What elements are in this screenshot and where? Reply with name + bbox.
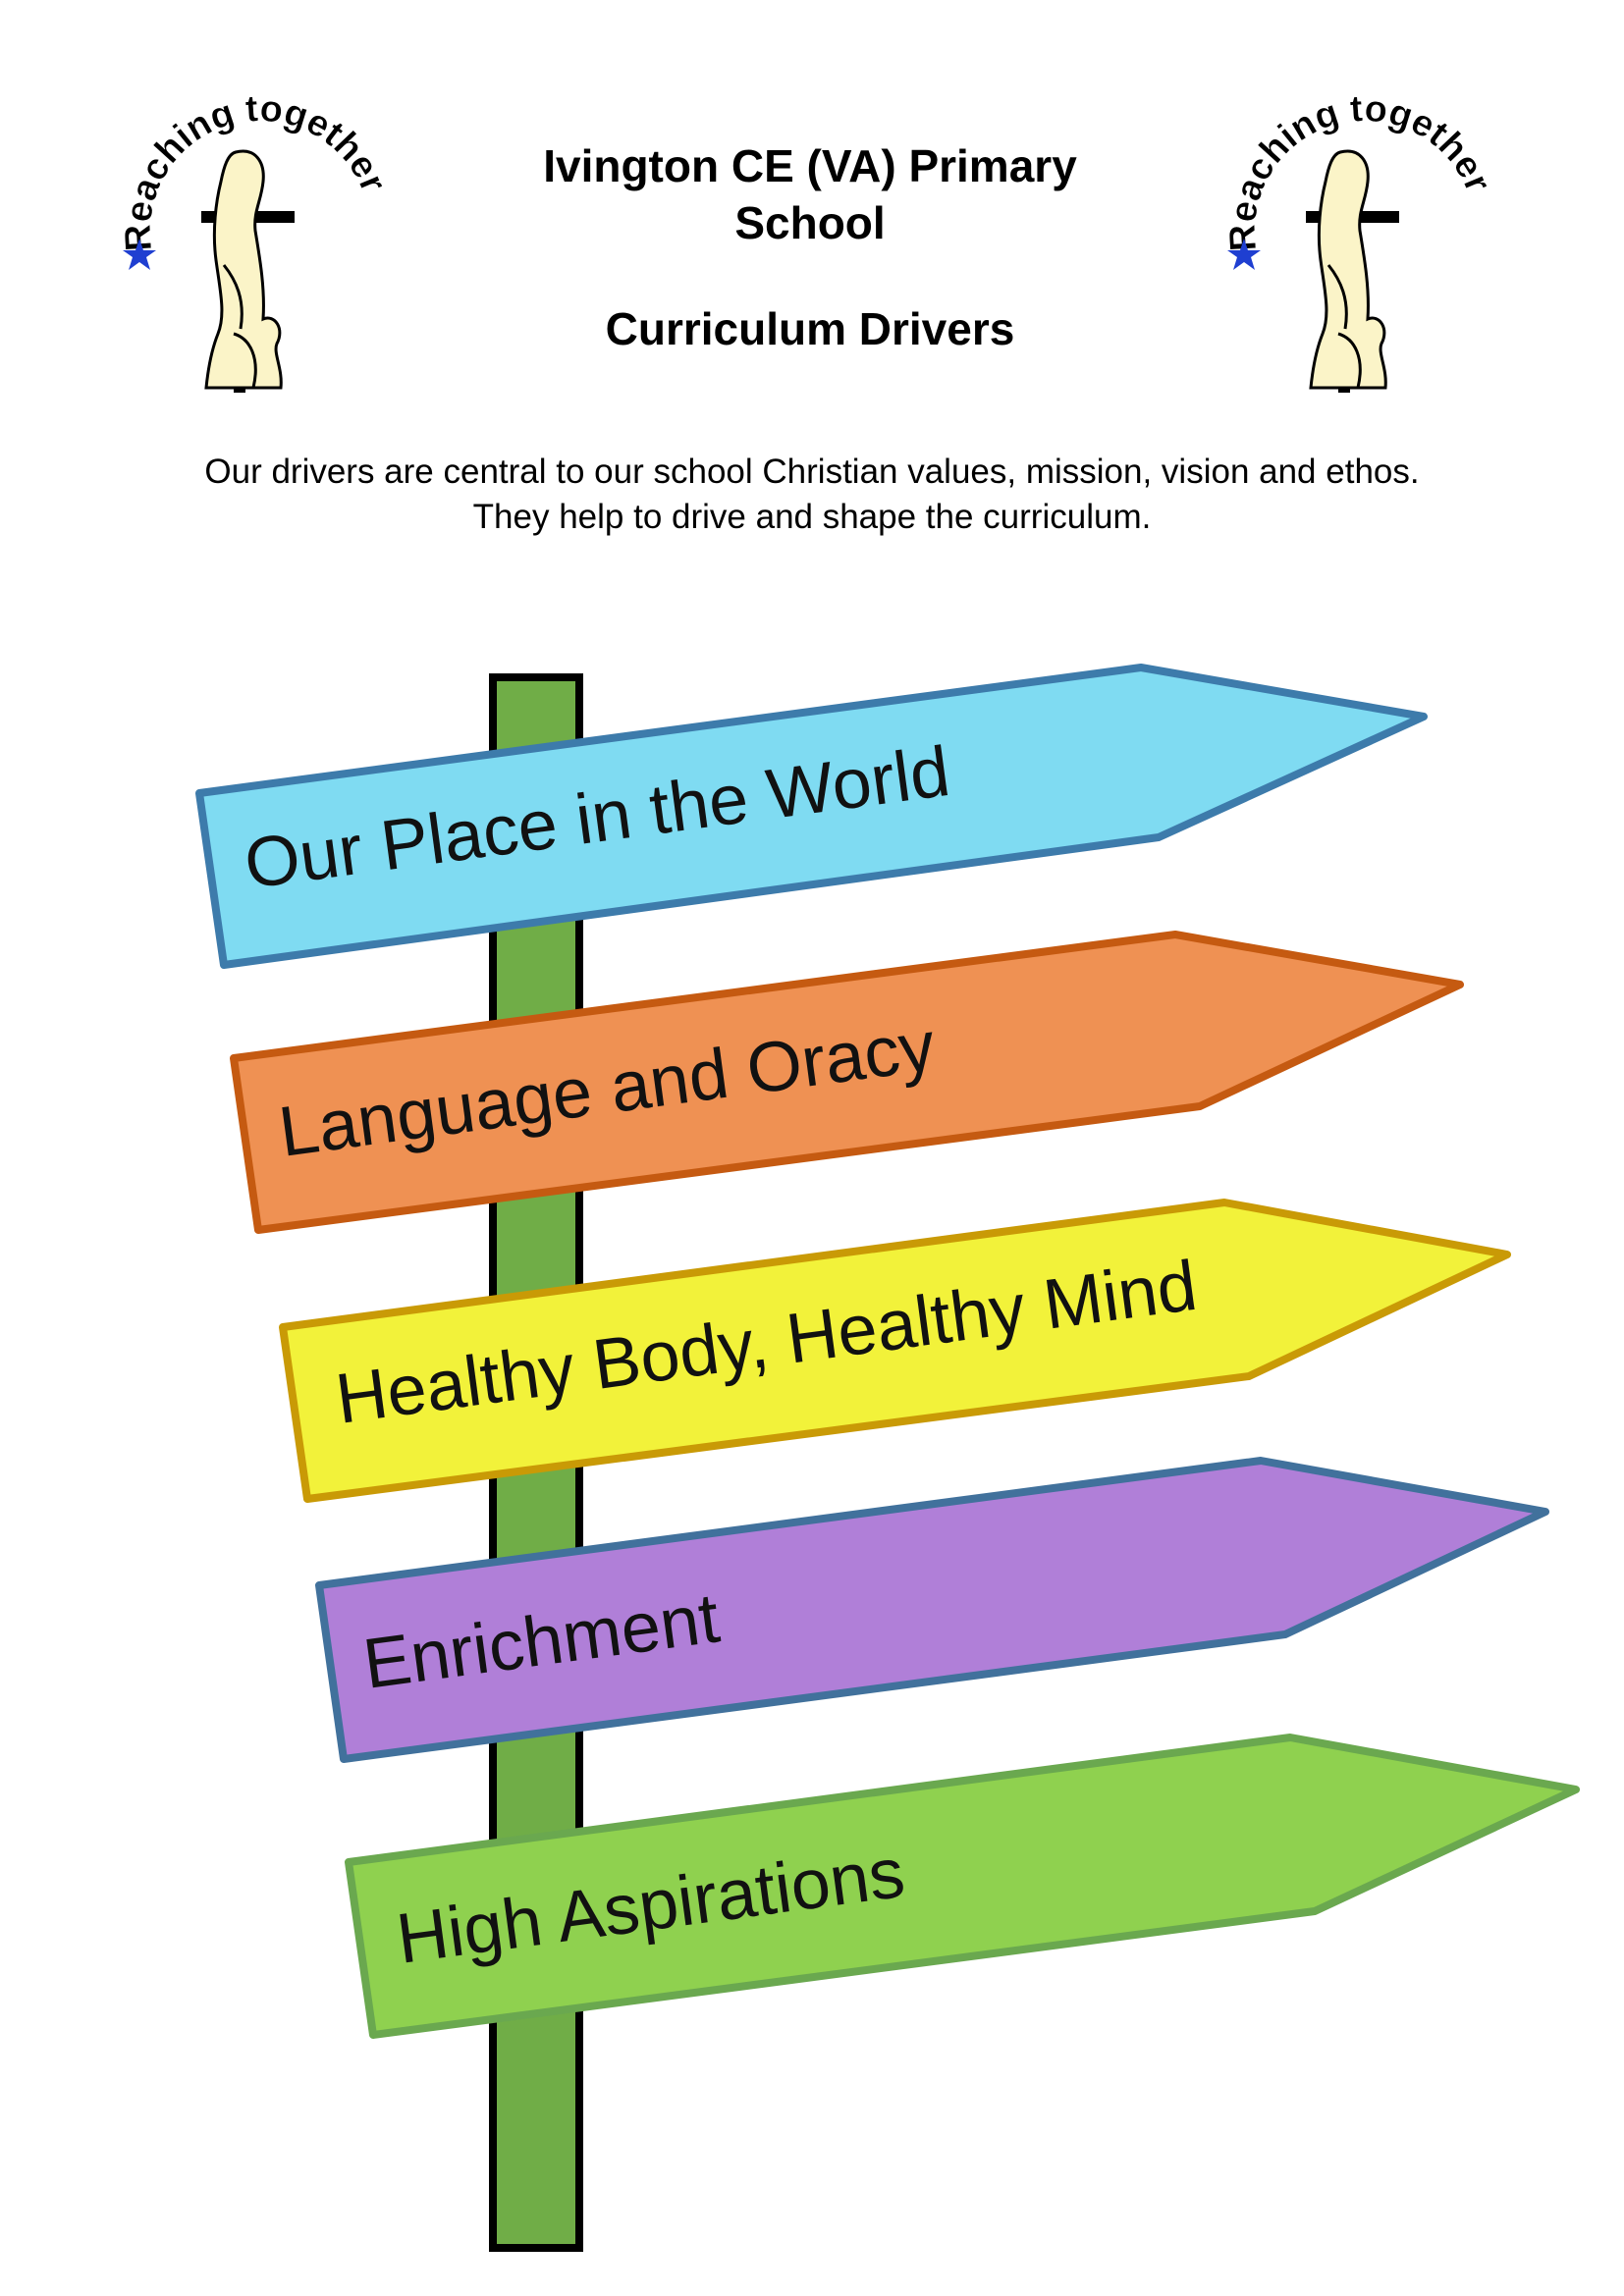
header: Ivington CE (VA) Primary School Curricul… (422, 137, 1198, 357)
document-title: Curriculum Drivers (605, 303, 1015, 354)
school-logo-right: Reaching together (1222, 93, 1499, 393)
figures-icon (204, 149, 283, 390)
sign-high-aspirations: High Aspirations (345, 1734, 1580, 2039)
intro-line1: Our drivers are central to our school Ch… (204, 453, 1420, 491)
school-name-line1: Ivington CE (VA) Primary (543, 140, 1077, 191)
school-logo-left: Reaching together (118, 93, 395, 393)
school-name-line2: School (734, 197, 886, 248)
intro-line2: They help to drive and shape the curricu… (472, 498, 1152, 536)
sign-enrichment: Enrichment (315, 1457, 1549, 1763)
sign-healthy-body-healthy-mind: Healthy Body, Healthy Mind (279, 1199, 1511, 1503)
intro-text: Our drivers are central to our school Ch… (79, 450, 1545, 540)
sign-our-place-in-the-world: Our Place in the World (195, 664, 1428, 969)
sign-language-and-oracy: Language and Oracy (230, 931, 1464, 1234)
star-icon (123, 239, 156, 270)
figures-icon (1309, 149, 1387, 390)
star-icon (1227, 239, 1261, 270)
